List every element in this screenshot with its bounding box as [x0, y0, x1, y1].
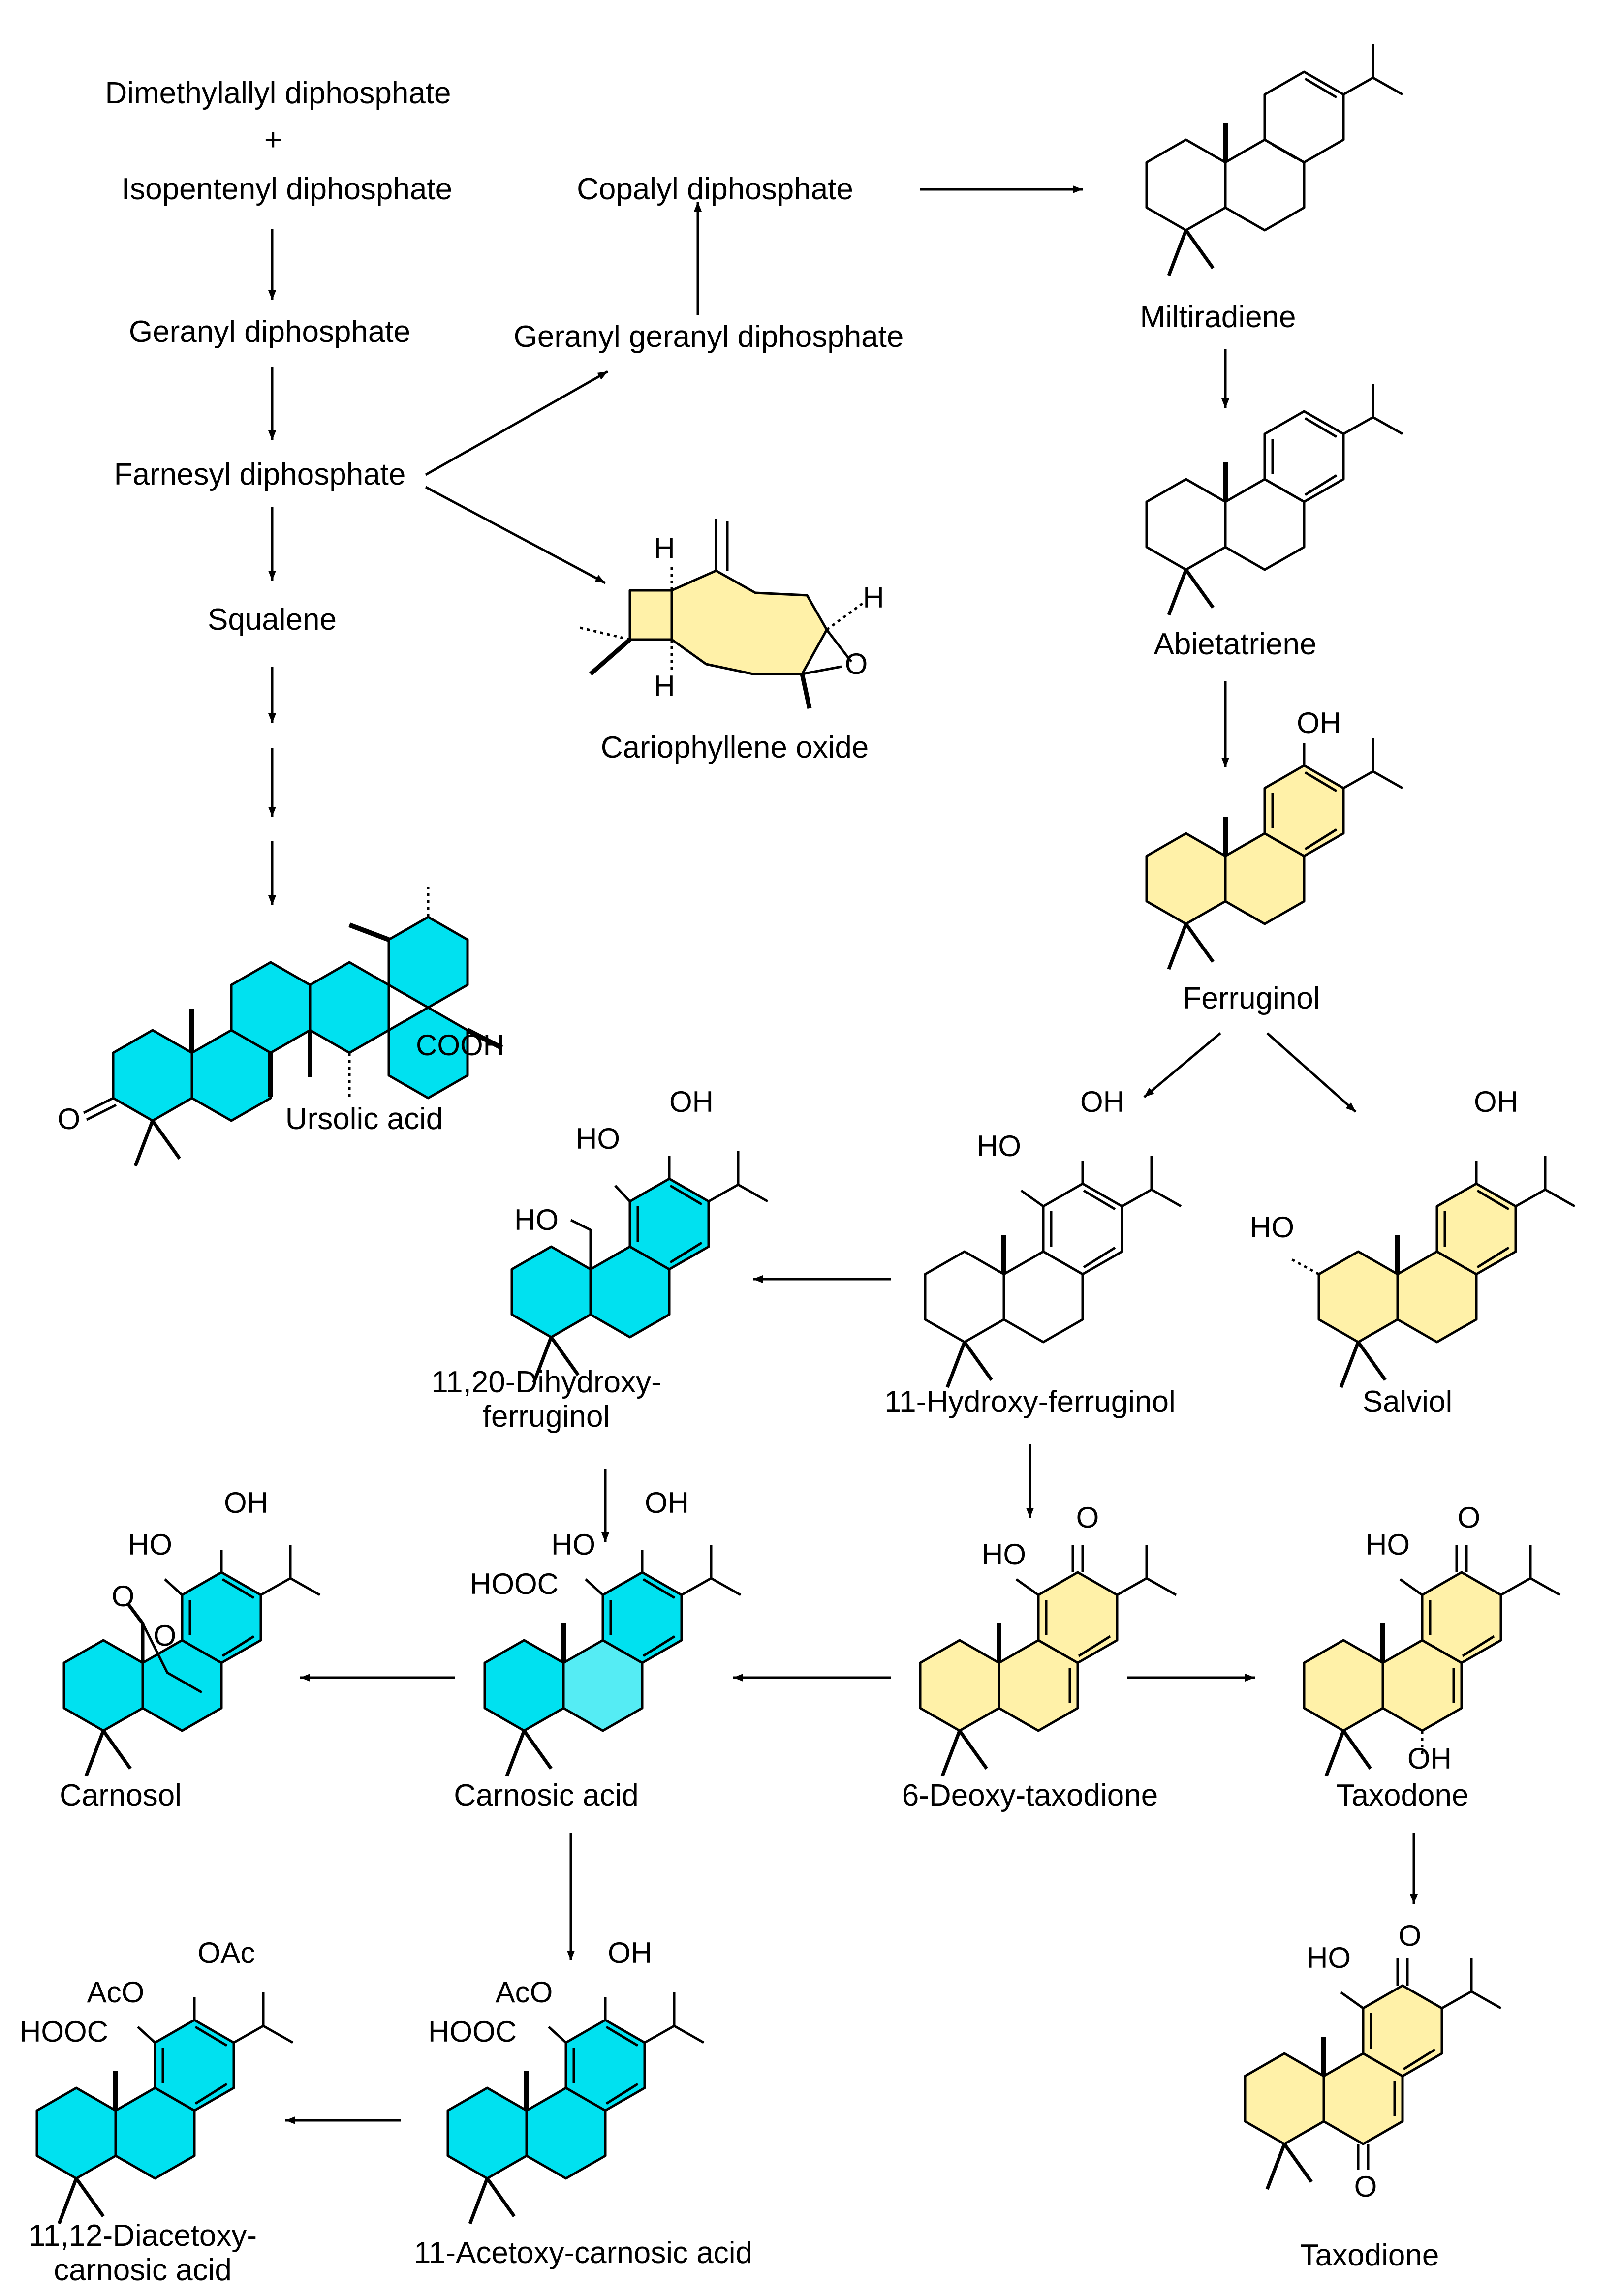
hydroxy-ferruginol-oh: OH	[1080, 1085, 1124, 1118]
taxodone-ho: HO	[1366, 1528, 1410, 1561]
label-ferruginol: Ferruginol	[1183, 981, 1320, 1015]
structure-abietatriene	[1145, 384, 1403, 616]
arrow-to-cariophyllene-oxide	[425, 486, 606, 584]
label-miltiradiene: Miltiradiene	[1140, 300, 1296, 334]
deoxy-taxodione-oxo: O	[1076, 1501, 1099, 1534]
label-6-deoxy-taxodione: 6-Deoxy-taxodione	[902, 1778, 1158, 1812]
label-diacetoxy-carnosic-line2: carnosic acid	[54, 2253, 232, 2287]
label-carnosic-acid: Carnosic acid	[454, 1778, 639, 1812]
label-diacetoxy-carnosic-line1: 11,12-Diacetoxy-	[29, 2219, 257, 2253]
structure-6-deoxy-taxodione	[919, 1545, 1177, 1777]
structure-ferruginol	[1145, 738, 1403, 970]
ursolic-cooh: COOH	[416, 1029, 504, 1062]
dihydroxy-ferruginol-ho-methyl: HO	[514, 1203, 559, 1236]
taxodione-oxo-top: O	[1399, 1919, 1422, 1952]
structure-taxodione	[1244, 1958, 1502, 2190]
label-11-acetoxy-carnosic-acid: 11-Acetoxy-carnosic acid	[414, 2236, 752, 2270]
structure-11-12-diacetoxy-carnosic-acid	[35, 1992, 294, 2225]
structure-ursolic-acid	[83, 886, 503, 1167]
carnosic-acid-hooc: HOOC	[470, 1567, 559, 1600]
label-farnesyl-diphosphate: Farnesyl diphosphate	[114, 458, 406, 491]
taxodone-oxo: O	[1458, 1501, 1481, 1534]
dihydroxy-ferruginol-oh: OH	[669, 1085, 714, 1118]
structure-carnosol	[62, 1545, 321, 1777]
arrow-to-ggpp	[425, 370, 609, 476]
carnosol-oxo: O	[112, 1580, 135, 1613]
diacetoxy-carnosic-hooc: HOOC	[20, 2015, 108, 2048]
label-geranyl-geranyl-diphosphate: Geranyl geranyl diphosphate	[514, 320, 904, 354]
carnosol-ring-o: O	[154, 1619, 177, 1652]
structure-11-20-dihydroxy-ferruginol	[510, 1151, 769, 1383]
structure-carnosic-acid	[483, 1545, 742, 1777]
acetoxy-carnosic-aco: AcO	[496, 1976, 553, 2009]
structure-salviol	[1291, 1156, 1576, 1388]
deoxy-taxodione-ho: HO	[982, 1538, 1026, 1571]
label-salviol: Salviol	[1363, 1385, 1453, 1419]
label-taxodione: Taxodione	[1300, 2238, 1439, 2272]
carnosic-acid-ho: HO	[551, 1528, 595, 1561]
cariophyllene-h-bottom: H	[654, 670, 675, 703]
salviol-oh: OH	[1474, 1085, 1518, 1118]
label-dimethylallyl-diphosphate: Dimethylallyl diphosphate	[105, 76, 451, 110]
taxodione-oxo-bottom: O	[1354, 2170, 1377, 2203]
arrow-to-salviol	[1266, 1032, 1357, 1113]
diacetoxy-carnosic-oac: OAc	[198, 1936, 255, 1969]
label-copalyl-diphosphate: Copalyl diphosphate	[577, 172, 853, 206]
structure-11-acetoxy-carnosic-acid	[446, 1992, 705, 2225]
carnosol-oh: OH	[224, 1486, 268, 1519]
structure-11-hydroxy-ferruginol	[924, 1156, 1182, 1388]
ursolic-oxo: O	[58, 1102, 81, 1135]
cariophyllene-h-top: H	[654, 532, 675, 565]
structure-miltiradiene	[1145, 44, 1403, 276]
salviol-ho: HO	[1250, 1211, 1294, 1244]
label-11-hydroxy-ferruginol: 11-Hydroxy-ferruginol	[884, 1385, 1176, 1419]
label-taxodone: Taxodone	[1337, 1778, 1469, 1812]
cariophyllene-h-right: H	[863, 581, 884, 614]
label-abietatriene: Abietatriene	[1154, 627, 1317, 661]
label-isopentenyl-diphosphate: Isopentenyl diphosphate	[122, 172, 452, 206]
label-dihydroxy-ferruginol-line2: ferruginol	[483, 1400, 610, 1434]
diacetoxy-carnosic-aco: AcO	[87, 1976, 145, 2009]
label-cariophyllene-oxide: Cariophyllene oxide	[601, 731, 869, 765]
reaction-arrows	[268, 185, 1418, 2124]
label-ursolic-acid: Ursolic acid	[285, 1102, 443, 1136]
arrow-to-hydroxy-ferruginol	[1143, 1032, 1221, 1098]
plus-sign: +	[264, 123, 282, 157]
label-geranyl-diphosphate: Geranyl diphosphate	[129, 315, 410, 349]
label-squalene: Squalene	[208, 603, 337, 637]
acetoxy-carnosic-oh: OH	[608, 1936, 652, 1969]
dihydroxy-ferruginol-ho-ring: HO	[576, 1122, 620, 1155]
label-carnosol: Carnosol	[60, 1778, 182, 1812]
label-dihydroxy-ferruginol-line1: 11,20-Dihydroxy-	[431, 1365, 661, 1399]
cariophyllene-o: O	[845, 647, 868, 680]
taxodone-oh: OH	[1407, 1742, 1452, 1775]
ferruginol-oh: OH	[1297, 706, 1341, 739]
structure-taxodone	[1303, 1545, 1561, 1777]
taxodione-ho: HO	[1307, 1941, 1351, 1974]
carnosic-acid-oh: OH	[645, 1486, 689, 1519]
hydroxy-ferruginol-ho: HO	[977, 1130, 1021, 1163]
structure-cariophyllene-oxide	[578, 519, 865, 709]
acetoxy-carnosic-hooc: HOOC	[428, 2015, 517, 2048]
carnosol-ho: HO	[128, 1528, 172, 1561]
